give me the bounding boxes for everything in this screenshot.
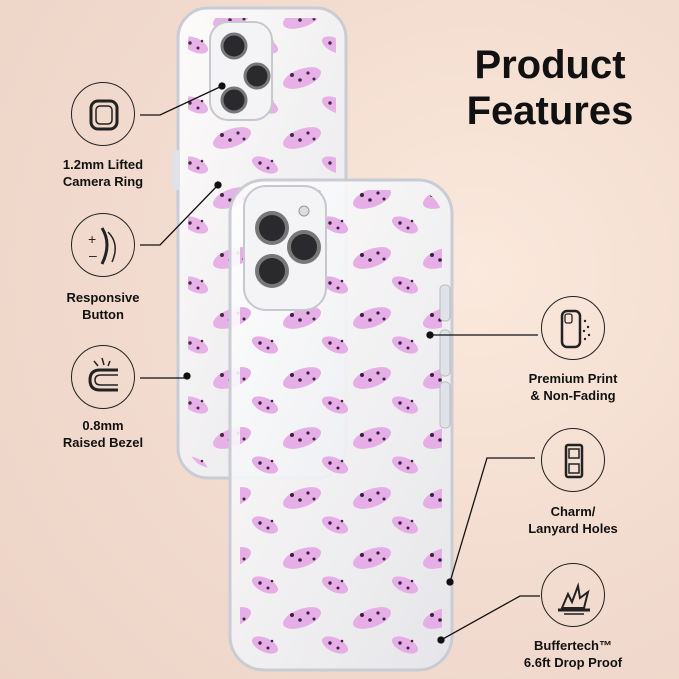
title-line-1: Product bbox=[474, 43, 626, 87]
feature-print-label: Premium Print & Non-Fading bbox=[528, 371, 618, 403]
front-phone-case bbox=[228, 178, 454, 672]
feature-bezel-label: 0.8mm Raised Bezel bbox=[62, 418, 144, 450]
camera-ring-icon bbox=[71, 82, 135, 146]
page-title: Product Features bbox=[440, 42, 660, 134]
feature-button-label: Responsive Button bbox=[66, 290, 140, 322]
bezel-icon bbox=[71, 345, 135, 409]
print-icon bbox=[541, 296, 605, 360]
title-line-2: Features bbox=[466, 89, 634, 133]
svg-text:–: – bbox=[89, 247, 97, 263]
drop-proof-icon bbox=[541, 563, 605, 627]
button-icon: +– bbox=[71, 213, 135, 277]
feature-camera-ring-label: 1.2mm Lifted Camera Ring bbox=[62, 157, 144, 189]
feature-drop-proof-label: Buffertech™ 6.6ft Drop Proof bbox=[523, 638, 623, 670]
callout-lines bbox=[140, 82, 540, 644]
svg-text:+: + bbox=[88, 231, 96, 247]
lanyard-icon bbox=[541, 428, 605, 492]
feature-lanyard-label: Charm/ Lanyard Holes bbox=[528, 504, 618, 536]
